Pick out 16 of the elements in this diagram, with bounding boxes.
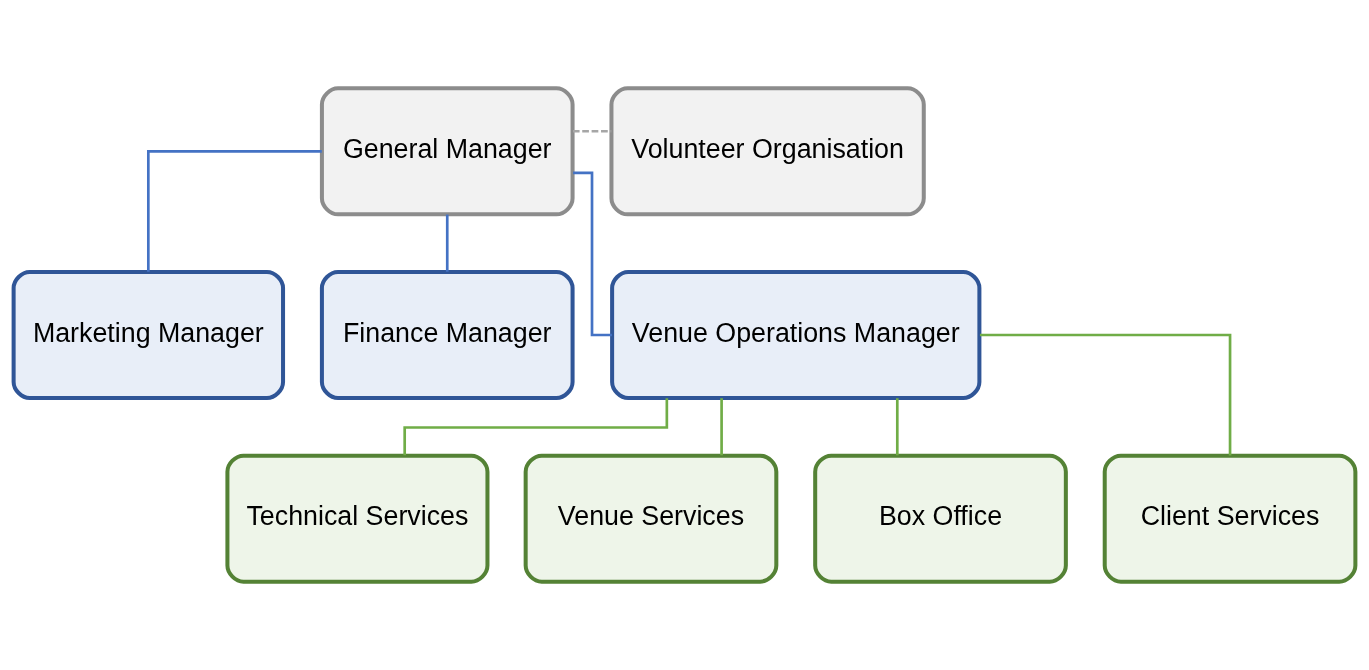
node-box: Client Services	[1102, 453, 1358, 584]
connector	[445, 214, 449, 272]
node-box: Technical Services	[225, 453, 490, 584]
node-box: Box Office	[813, 453, 1068, 584]
connector	[147, 150, 322, 272]
node-box: Marketing Manager	[11, 270, 286, 400]
node-box: Volunteer Organisation	[609, 86, 926, 217]
node-box: Venue Services	[523, 453, 779, 584]
connector	[979, 333, 1232, 456]
connector	[403, 398, 669, 456]
connector	[895, 398, 899, 456]
node-box: General Manager	[319, 86, 575, 217]
node-box: Finance Manager	[319, 270, 575, 400]
node-box: Venue Operations Manager	[610, 270, 982, 400]
connector	[720, 398, 723, 456]
connector	[572, 129, 612, 133]
